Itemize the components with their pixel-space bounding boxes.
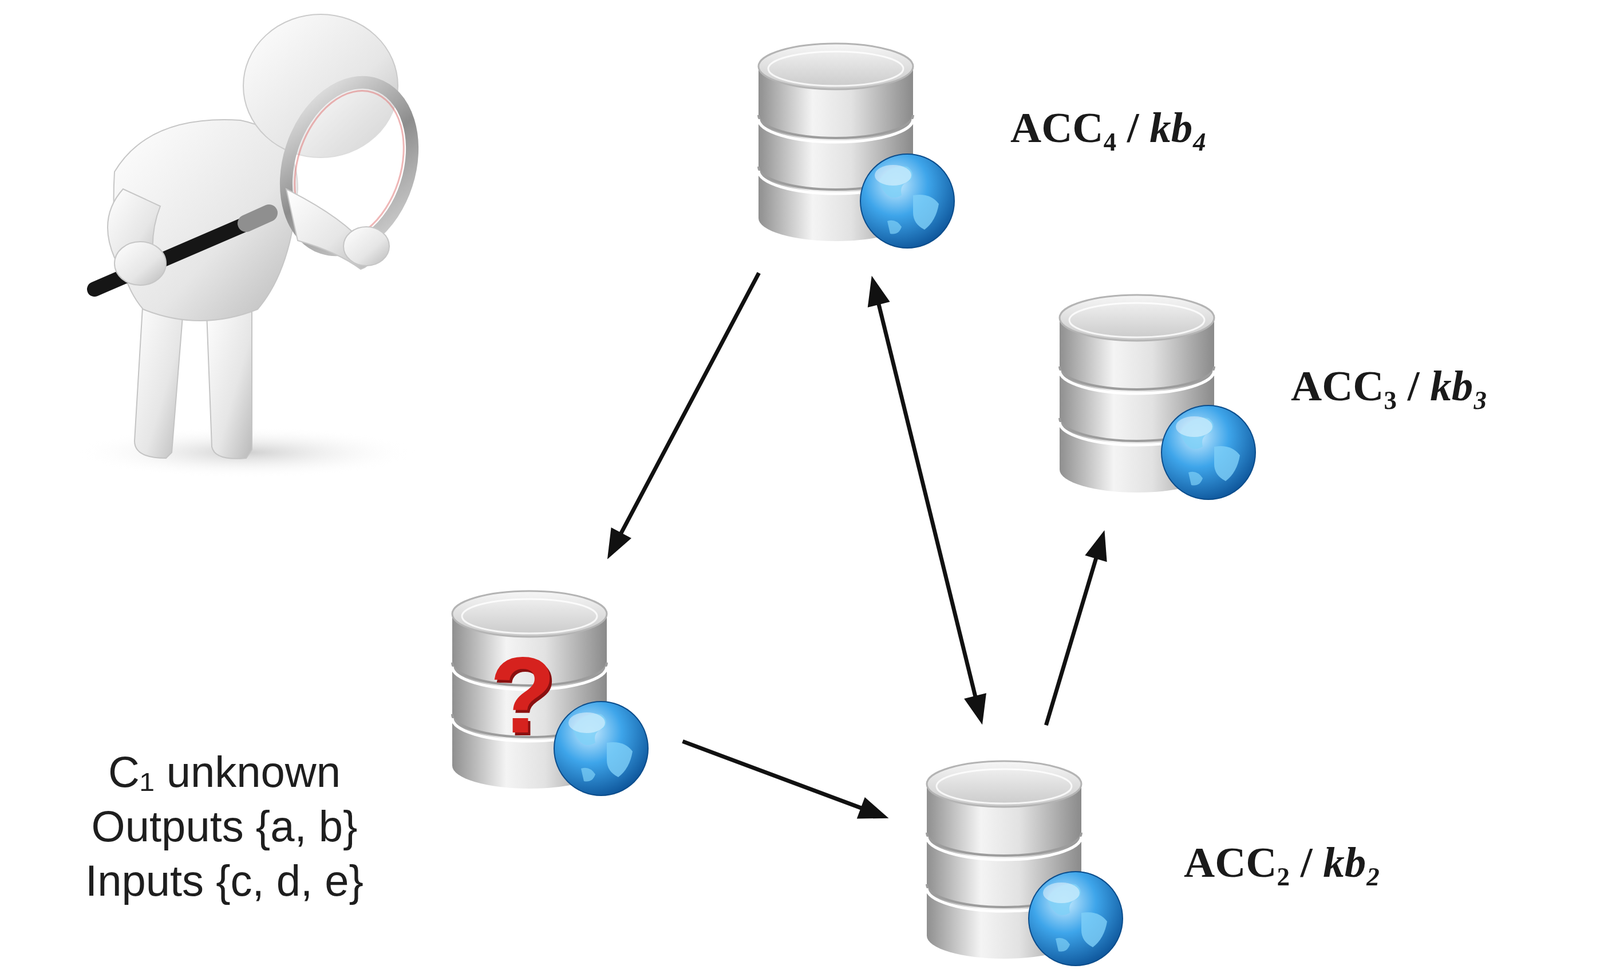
caption-line: Outputs {a, b}	[85, 798, 364, 853]
database-node: ACC₃ / kb₃	[1051, 290, 1260, 500]
database-icon	[1059, 294, 1256, 500]
arrowhead	[856, 796, 890, 819]
node-caption: C₁ unknownOutputs {a, b}Inputs {c, d, e}	[85, 744, 364, 908]
connector-arrow	[619, 273, 760, 537]
database-label: ACC₂ / kb₂	[1183, 838, 1381, 887]
detective-figure	[74, 14, 433, 478]
database-node: ?C₁ unknownOutputs {a, b}Inputs {c, d, e…	[443, 586, 654, 796]
caption-line: Inputs {c, d, e}	[85, 852, 364, 908]
database-icons	[452, 43, 1256, 966]
database-icon	[926, 760, 1123, 966]
database-node: ACC₂ / kb₂	[918, 755, 1128, 970]
arrowhead	[867, 275, 891, 307]
question-mark: ?	[489, 640, 556, 749]
database-label: ACC₄ / kb₄	[1010, 104, 1208, 152]
connector-arrow	[1045, 554, 1097, 726]
arrowhead	[1084, 530, 1107, 563]
connector-arrow	[877, 300, 977, 700]
database-node: ACC₄ / kb₄	[749, 40, 959, 246]
arrowhead	[964, 692, 987, 725]
connector-arrow	[682, 741, 865, 810]
arrowhead	[607, 527, 632, 559]
database-icon	[452, 590, 649, 796]
database-icon	[758, 43, 955, 248]
database-label: ACC₃ / kb₃	[1290, 362, 1488, 410]
caption-line: C₁ unknown	[85, 744, 364, 799]
